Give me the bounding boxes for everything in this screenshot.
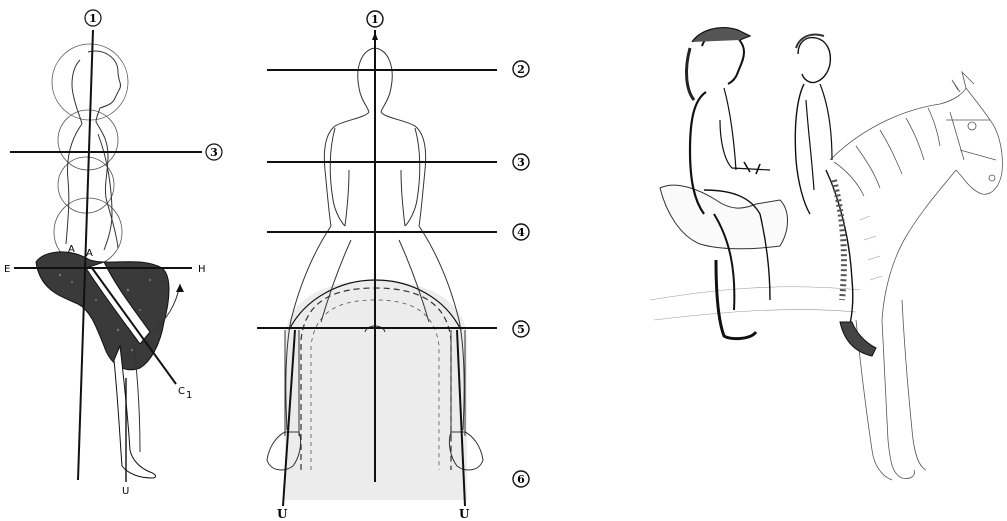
marker-3-label: 3	[210, 146, 218, 159]
back-view-diagram: 1 2 3 4 5 6 U U	[245, 0, 565, 521]
horse-chest	[882, 170, 956, 320]
horse-front-leg-1	[882, 320, 914, 479]
marker-4-label: 4	[517, 226, 525, 239]
body-back	[66, 124, 82, 244]
knee-end-letter: C	[178, 386, 185, 397]
marker-2-label: 2	[517, 63, 525, 76]
marker-3-label: 3	[517, 156, 525, 169]
horse-eye	[968, 122, 976, 130]
hip-letter: A	[68, 244, 75, 255]
head-back	[72, 60, 82, 124]
right-end-letter: H	[198, 264, 206, 275]
riders-sketch-svg	[620, 0, 1007, 521]
rider2-leg-shade	[834, 180, 844, 300]
head-outline-left	[359, 88, 369, 112]
horse-nostril	[989, 175, 995, 181]
foot-end-letter: U	[122, 486, 129, 497]
marker-5-label: 5	[517, 323, 525, 336]
forearm-right	[401, 170, 405, 226]
side-view-diagram: 1 3 A A E H C 1 U	[0, 0, 245, 521]
marker-1-label: 1	[89, 12, 97, 25]
rider2-boot	[840, 322, 876, 356]
back-view-svg: 1 2 3 4 5 6 U U	[245, 0, 565, 521]
saddle	[660, 185, 788, 249]
body-front	[96, 122, 118, 248]
horse-head	[956, 88, 1002, 194]
center-line-arrow	[372, 32, 378, 40]
rider2-back	[795, 84, 810, 214]
side-view-svg: 1 3 A A E H C 1 U	[0, 0, 245, 521]
rider1-hand	[744, 162, 760, 174]
rider2-front	[820, 84, 832, 160]
rider2-leg	[826, 170, 853, 330]
horse-hatching	[860, 216, 882, 280]
rider1-hair	[687, 48, 694, 100]
rider1-cap	[692, 28, 750, 42]
marker-6-label: 6	[517, 473, 525, 486]
ground-line-2	[654, 310, 856, 320]
bridle	[946, 112, 996, 160]
marker-1-label: 1	[371, 13, 379, 26]
foot-label-right: U	[459, 507, 470, 521]
horse-neck-top	[830, 88, 966, 160]
ground-line-1	[650, 287, 860, 300]
horse-front-leg-2	[902, 300, 926, 470]
foot-label-left: U	[277, 507, 288, 521]
riders-sketch	[620, 0, 1007, 521]
rider1-boot	[716, 260, 756, 339]
arm-left	[330, 128, 345, 226]
left-end-letter: E	[4, 264, 10, 275]
horse-ear-2	[952, 80, 960, 92]
horse-ear-1	[962, 72, 974, 88]
seat-letter: A	[86, 248, 93, 259]
angle-arrow	[176, 284, 184, 292]
rider2-arm	[806, 100, 814, 190]
rider2-head	[798, 38, 830, 83]
horse-mane	[834, 108, 940, 196]
knee-end-sub: 1	[186, 390, 192, 401]
forearm-left	[345, 170, 349, 226]
arm-right	[405, 128, 420, 226]
